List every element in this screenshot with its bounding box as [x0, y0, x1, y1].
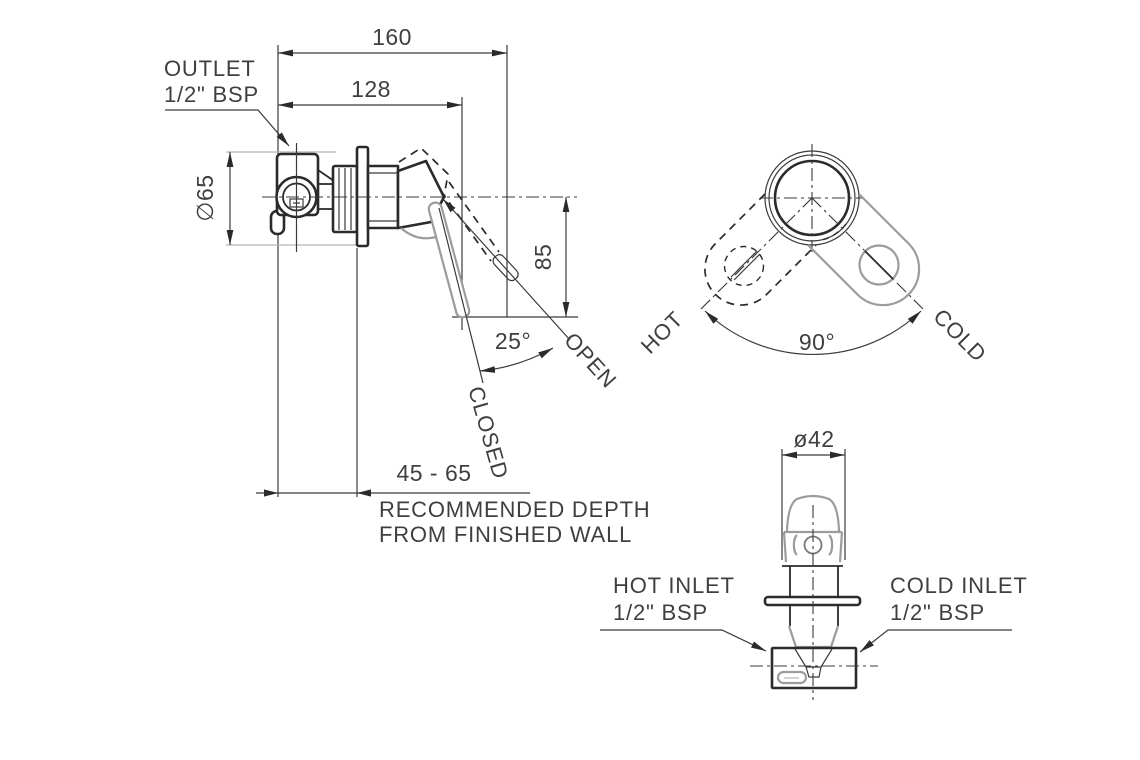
outlet-label-line1: OUTLET	[164, 56, 256, 81]
outlet-label-line2: 1/2" BSP	[164, 82, 259, 107]
tee-outlet-detail	[776, 670, 808, 685]
dim-text-85: 85	[530, 244, 556, 271]
tee-funnel-neck	[805, 666, 822, 678]
outlet-leader-line	[165, 109, 290, 147]
hot-screw-slot-2	[733, 253, 761, 281]
dim-text-depth: 45 - 65	[396, 460, 471, 486]
depth-note-line2: FROM FINISHED WALL	[379, 522, 632, 547]
cap-side-left	[782, 531, 788, 563]
hot-radial-centerline	[700, 197, 813, 310]
hot-inlet-label-line2: 1/2" BSP	[613, 600, 708, 625]
depth-arrow-left	[264, 489, 278, 497]
hub-gray-fillet	[400, 227, 437, 240]
open-lever-edge-1	[448, 181, 500, 253]
hot-inlet-label-line1: HOT INLET	[613, 573, 735, 598]
closed-handle-lever	[427, 201, 471, 319]
hot-arm-dashed	[704, 193, 817, 306]
closed-handle	[427, 201, 471, 319]
hot-screw-slot-1	[730, 250, 758, 278]
depth-arrow-right	[357, 489, 371, 497]
hidden-edge-arc	[821, 223, 847, 241]
cold-screw-slot	[864, 250, 894, 280]
cold-label: COLD	[928, 304, 991, 367]
front-view: 90° HOT COLD	[636, 144, 992, 367]
top-view: ø42 HOT INL	[600, 426, 1028, 700]
cap-side-arc-right	[828, 534, 834, 556]
pipe-brace-line	[317, 169, 335, 182]
dim-text-d42: ø42	[793, 426, 834, 452]
open-position-line	[442, 198, 571, 341]
dim-text-128: 128	[351, 76, 391, 102]
cold-arm	[807, 193, 921, 307]
cold-inlet-label-line2: 1/2" BSP	[890, 600, 985, 625]
hot-label: HOT	[636, 306, 688, 358]
valve-body-top	[750, 505, 878, 700]
dim-text-25deg: 25°	[495, 328, 531, 354]
swing-arc-90	[704, 310, 922, 355]
side-view: 160 128 ∅65 85 OUTLET 1/2" BSP	[164, 24, 651, 547]
cap-side-arc-left	[792, 534, 798, 556]
dim-text-90deg: 90°	[799, 329, 835, 355]
open-label: OPEN	[559, 328, 621, 393]
swing-arc-25	[479, 347, 554, 373]
handle-hub-open-dashed	[398, 147, 449, 198]
hot-screw-circle	[723, 245, 765, 287]
depth-note-line1: RECOMMENDED DEPTH	[379, 497, 651, 522]
hot-inlet-leader	[600, 629, 767, 652]
cold-inlet-leader	[859, 629, 1012, 653]
cap-dome-outline	[785, 494, 841, 532]
cold-inlet-label-line1: COLD INLET	[890, 573, 1028, 598]
cap-side-right	[838, 531, 844, 563]
closed-position-line	[438, 207, 484, 384]
mixer-body-side	[262, 143, 577, 319]
cold-screw-circle	[858, 244, 900, 286]
dim-text-d65: ∅65	[192, 174, 218, 221]
dim-text-160: 160	[372, 24, 412, 50]
